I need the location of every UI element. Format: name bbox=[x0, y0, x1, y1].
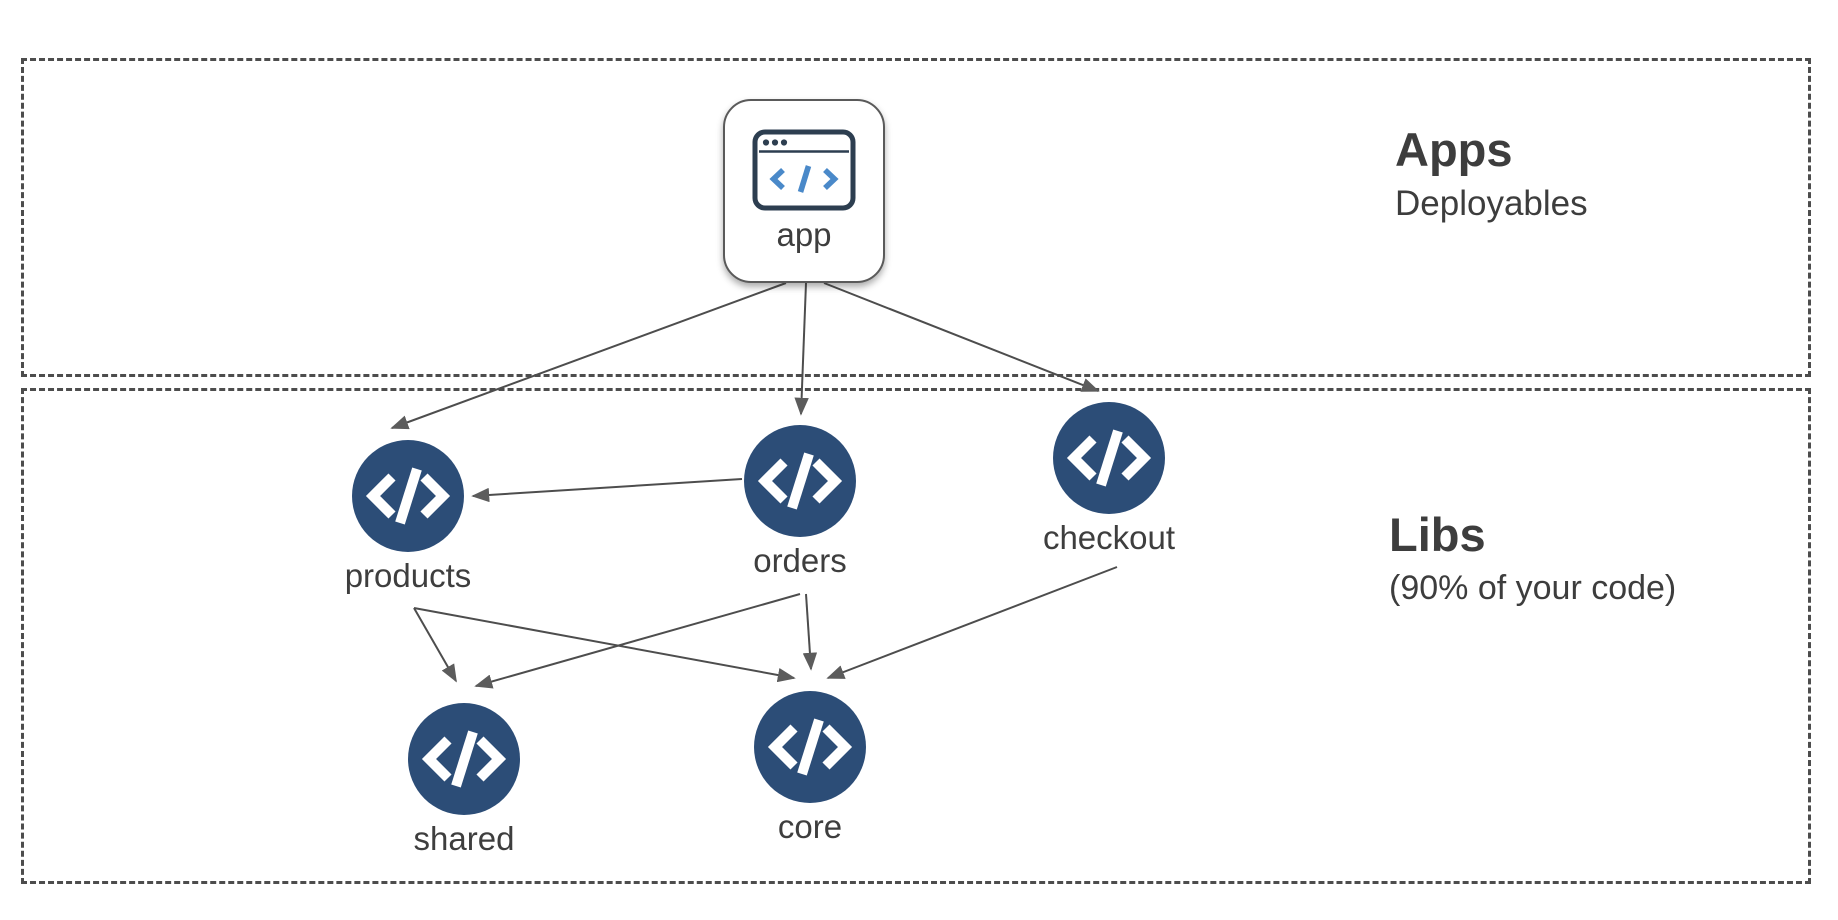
libs-zone-title: Libs bbox=[1389, 508, 1486, 561]
node-shared-label: shared bbox=[413, 820, 515, 857]
node-checkout: checkout bbox=[999, 402, 1219, 556]
node-checkout-label: checkout bbox=[1042, 519, 1176, 556]
code-icon bbox=[754, 691, 866, 803]
browser-window-code-icon bbox=[752, 129, 856, 211]
node-products-label: products bbox=[344, 557, 472, 594]
node-app: app bbox=[723, 99, 885, 283]
node-orders: orders bbox=[690, 425, 910, 579]
apps-zone-label: Apps Deployables bbox=[1395, 124, 1588, 224]
code-icon bbox=[408, 703, 520, 815]
code-icon bbox=[352, 440, 464, 552]
node-products: products bbox=[298, 440, 518, 594]
apps-zone-title: Apps bbox=[1395, 123, 1513, 176]
node-core-label: core bbox=[777, 808, 843, 845]
node-shared: shared bbox=[354, 703, 574, 857]
libs-zone-label: Libs (90% of your code) bbox=[1389, 509, 1676, 608]
libs-zone-subtitle: (90% of your code) bbox=[1389, 568, 1677, 607]
apps-zone-subtitle: Deployables bbox=[1395, 183, 1588, 223]
node-app-label: app bbox=[776, 216, 832, 253]
node-orders-label: orders bbox=[753, 542, 847, 579]
node-core: core bbox=[700, 691, 920, 845]
code-icon bbox=[1053, 402, 1165, 514]
code-icon bbox=[744, 425, 856, 537]
